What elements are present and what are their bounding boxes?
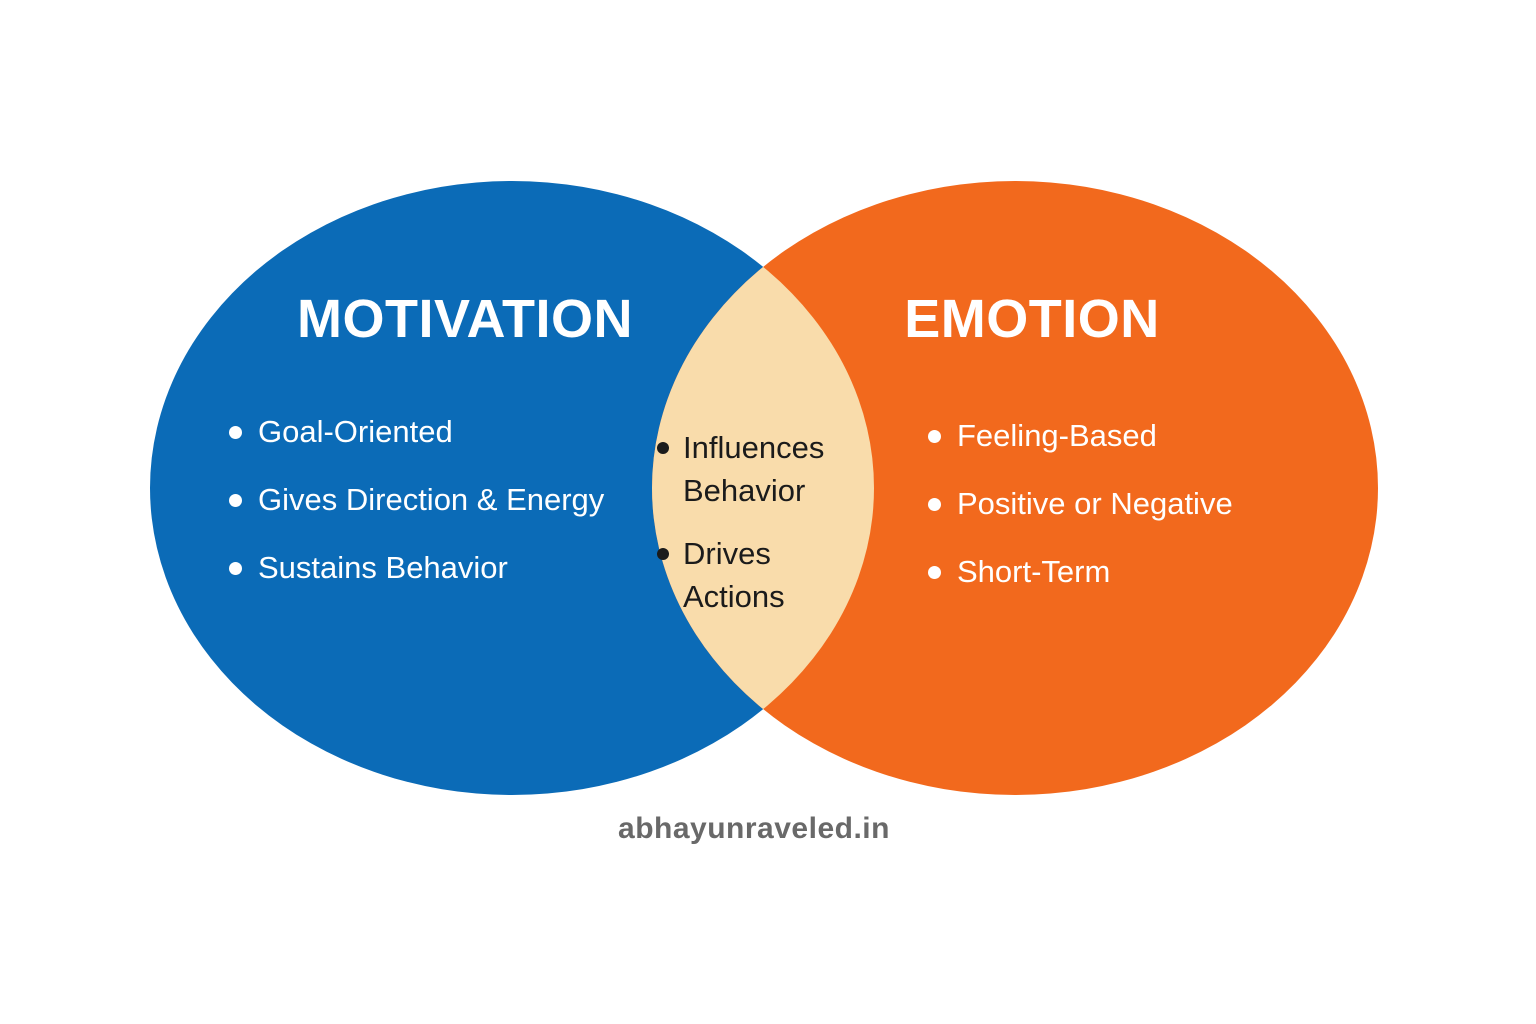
list-item: Goal-Oriented — [229, 412, 604, 452]
list-item-text: Influences Behavior — [683, 430, 825, 508]
list-item-text: Goal-Oriented — [258, 414, 453, 449]
list-item: Feeling-Based — [928, 416, 1233, 456]
motivation-ellipse — [150, 181, 874, 795]
list-item-text: Positive or Negative — [957, 486, 1233, 521]
list-item: Gives Direction & Energy — [229, 480, 604, 520]
list-item-text: Feeling-Based — [957, 418, 1157, 453]
bullet-dot-icon — [229, 562, 242, 575]
list-item-text: Sustains Behavior — [258, 550, 508, 585]
emotion-list: Feeling-Based Positive or Negative Short… — [928, 416, 1233, 592]
watermark-text: abhayunraveled.in — [618, 812, 890, 845]
bullet-dot-icon — [657, 548, 669, 560]
list-item: Drives Actions — [657, 532, 867, 618]
list-item: Positive or Negative — [928, 484, 1233, 524]
bullet-dot-icon — [928, 566, 941, 579]
list-item-text: Drives Actions — [683, 536, 785, 614]
emotion-ellipse — [652, 181, 1378, 795]
list-item-text: Gives Direction & Energy — [258, 482, 605, 517]
motivation-list: Goal-Oriented Gives Direction & Energy S… — [229, 412, 604, 588]
list-item-text: Short-Term — [957, 554, 1111, 589]
emotion-title: EMOTION — [904, 289, 1160, 349]
bullet-dot-icon — [657, 442, 669, 454]
list-item: Sustains Behavior — [229, 548, 604, 588]
bullet-dot-icon — [928, 498, 941, 511]
overlap-list: Influences Behavior Drives Actions — [657, 426, 867, 638]
bullet-dot-icon — [928, 430, 941, 443]
bullet-dot-icon — [229, 426, 242, 439]
motivation-title: MOTIVATION — [297, 289, 633, 349]
list-item: Influences Behavior — [657, 426, 867, 512]
bullet-dot-icon — [229, 494, 242, 507]
list-item: Short-Term — [928, 552, 1233, 592]
